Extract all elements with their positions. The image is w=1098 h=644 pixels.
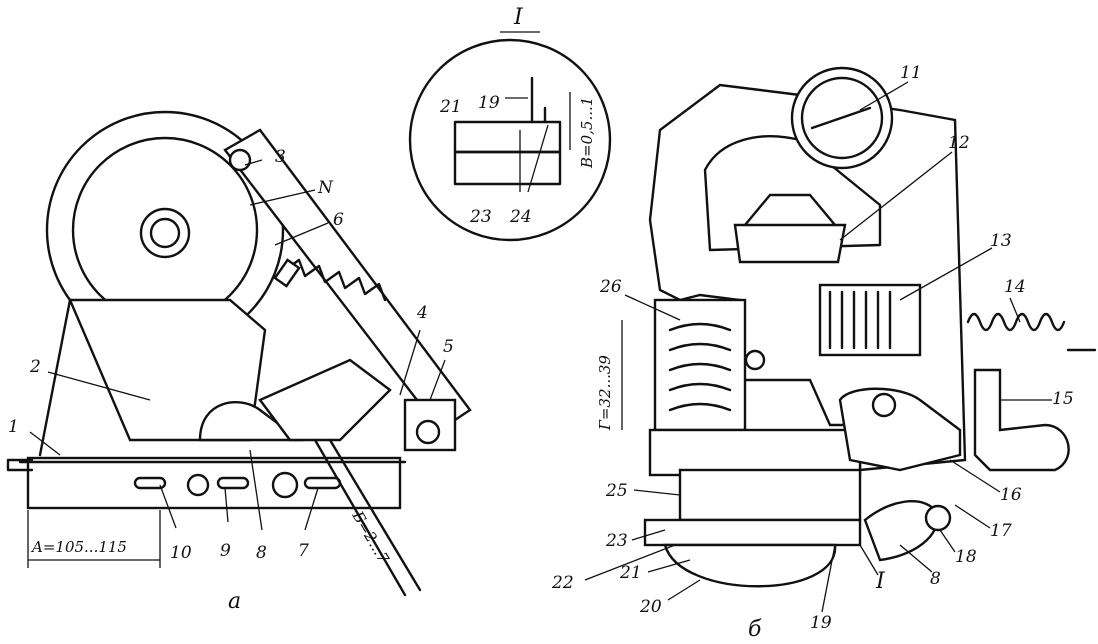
label-b-21: 21 — [619, 563, 642, 583]
leaders-view-b — [584, 81, 1052, 613]
label-b-23: 23 — [605, 531, 628, 551]
marker-b-i: I — [875, 569, 886, 594]
label-i-21: 21 — [439, 97, 462, 117]
view-b-drawing — [584, 66, 1097, 613]
inset-caption: I — [513, 5, 524, 30]
slot-10 — [133, 476, 167, 490]
pole-12 — [733, 223, 847, 264]
shoe-20 — [663, 543, 837, 588]
spring-14 — [966, 312, 1066, 332]
spring-26 — [668, 322, 732, 412]
label-b-8: 8 — [930, 569, 941, 589]
label-i-23: 23 — [469, 207, 492, 227]
label-b-26: 26 — [599, 277, 622, 297]
label-a-1: 1 — [8, 417, 19, 437]
dim-a-text: A=105...115 — [30, 538, 127, 556]
label-a-7: 7 — [298, 541, 309, 561]
label-a-9: 9 — [220, 541, 231, 561]
trigger-pawl — [198, 401, 304, 442]
block-5-hole — [415, 419, 441, 445]
coil-13-windings — [828, 290, 892, 350]
contact-assembly — [678, 468, 862, 522]
diagonal-rod-2 — [328, 438, 422, 592]
inset-circle — [408, 38, 612, 242]
bolt-1 — [6, 458, 34, 472]
inset-detail — [408, 31, 612, 242]
latch-pivot — [871, 392, 897, 418]
label-b-14: 14 — [1004, 277, 1026, 297]
plate-21 — [643, 518, 862, 547]
nut-b — [744, 349, 766, 371]
label-b-12: 12 — [948, 133, 970, 153]
dim-b-text: Б=2...7 — [348, 507, 393, 567]
label-i-24: 24 — [509, 207, 532, 227]
label-a-n: N — [317, 178, 334, 198]
view-b-labels: 11 12 13 14 15 16 17 18 8 26 25 23 22 21… — [551, 63, 1074, 642]
diagonal-rod — [313, 438, 407, 597]
leaders-view-a — [29, 159, 446, 531]
wheel-hub — [139, 207, 191, 259]
frame-window — [703, 135, 882, 252]
label-b-19: 19 — [810, 613, 832, 633]
label-a-2: 2 — [29, 357, 41, 377]
label-a-5: 5 — [443, 337, 454, 357]
label-a-6: 6 — [333, 210, 344, 230]
inset-labels: I 21 19 23 24 В=0,5...1 — [439, 5, 596, 227]
latch-housing — [258, 358, 392, 442]
label-b-20: 20 — [639, 597, 662, 617]
latch-16 — [838, 387, 962, 472]
label-b-13: 13 — [990, 231, 1012, 251]
ring-11-inner — [800, 76, 884, 160]
pivot-18 — [924, 504, 952, 532]
coil-13 — [818, 283, 922, 357]
pole-12-top — [743, 193, 837, 227]
label-b-25: 25 — [605, 481, 628, 501]
bracket-left-edge — [38, 298, 72, 457]
dim-g-text: Г=32...39 — [596, 355, 614, 431]
caption-a: а — [228, 589, 241, 614]
hole-8 — [271, 471, 299, 499]
bracket-body — [68, 298, 267, 442]
label-i-19: 19 — [478, 93, 500, 113]
label-b-22: 22 — [551, 573, 574, 593]
lever-arm — [223, 128, 472, 432]
label-b-17: 17 — [990, 521, 1012, 541]
base-block — [648, 428, 862, 477]
caption-b: б — [748, 617, 762, 642]
label-a-10: 10 — [170, 543, 192, 563]
label-a-3: 3 — [275, 147, 286, 167]
ring-11-bar — [810, 106, 872, 130]
spring-a — [273, 258, 387, 302]
label-b-11: 11 — [900, 63, 922, 83]
inset-block-23 — [453, 150, 562, 186]
wheel-axle — [149, 217, 181, 249]
inset-leader-24b — [527, 124, 549, 193]
lever-pivot — [228, 148, 252, 172]
label-a-4: 4 — [416, 303, 428, 323]
base-plate — [26, 456, 402, 510]
label-a-8: 8 — [256, 543, 267, 563]
slot-9 — [216, 476, 250, 490]
label-b-15: 15 — [1052, 389, 1074, 409]
label-b-18: 18 — [955, 547, 977, 567]
bracket-15 — [973, 368, 1070, 472]
arm-8 — [863, 500, 939, 562]
dim-v-text: В=0,5...1 — [578, 97, 596, 169]
hole-9a — [186, 473, 210, 497]
label-b-16: 16 — [1000, 485, 1022, 505]
view-a-drawing — [6, 110, 472, 597]
